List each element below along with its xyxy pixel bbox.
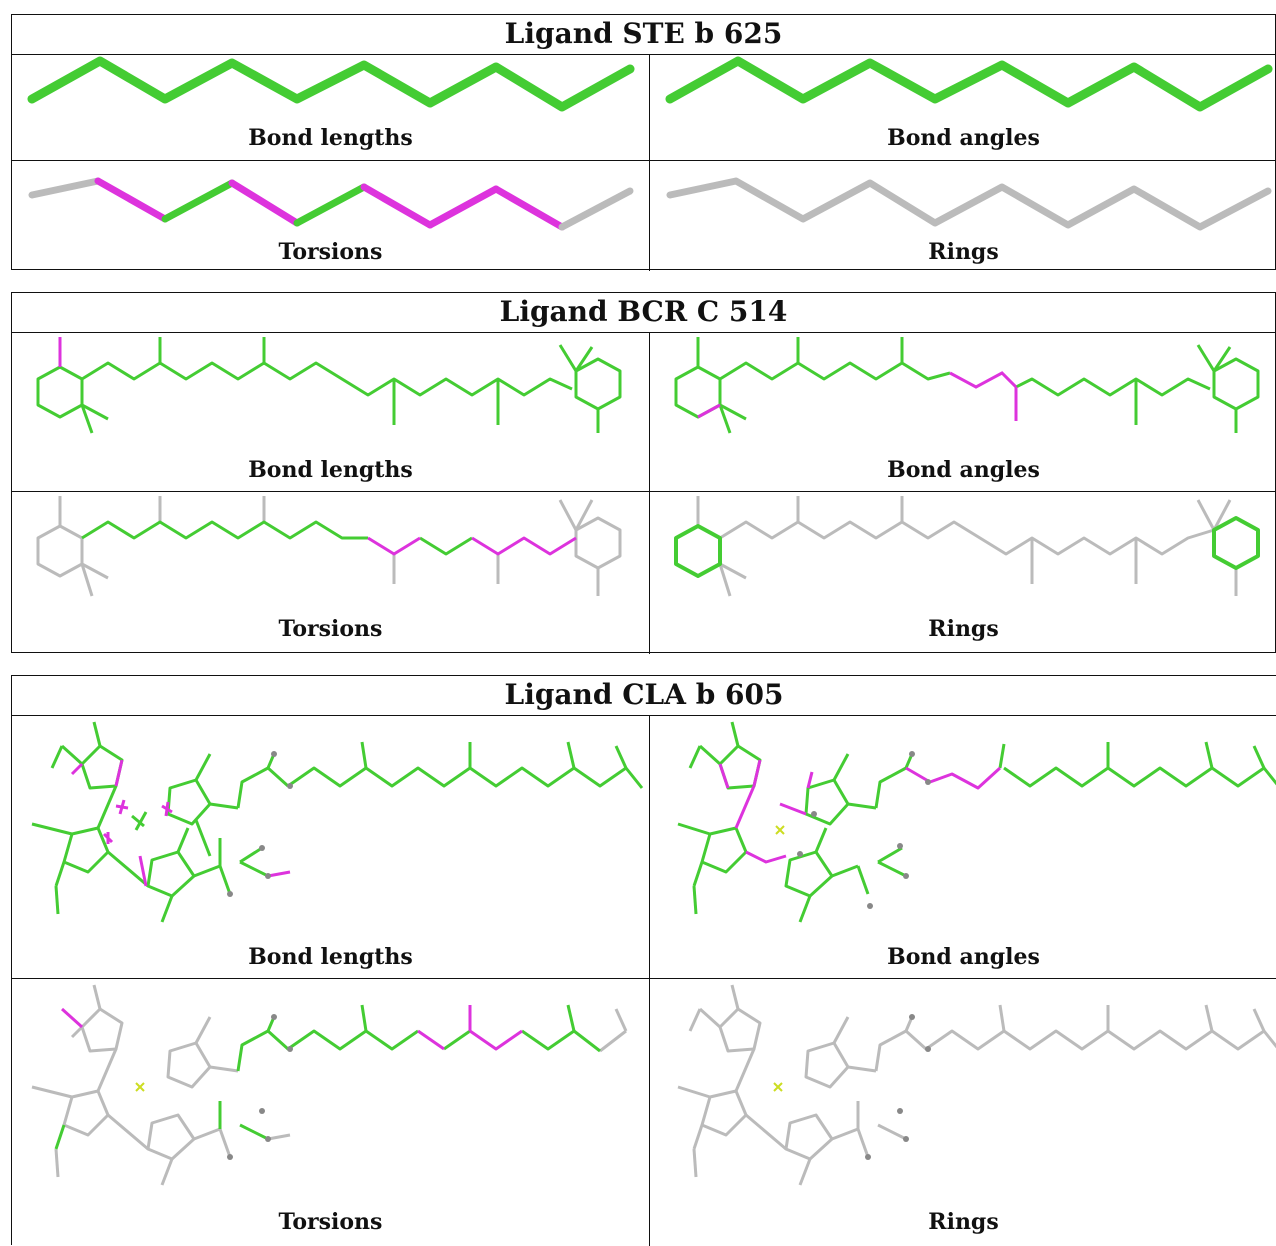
ligand-table-ste: Ligand STE b 625 Bond lengths Bond angle… xyxy=(11,14,1276,271)
bond-angles-panel: Bond angles xyxy=(650,716,1276,978)
ste-bond-lengths-structure xyxy=(27,56,635,112)
caption-bond-angles: Bond angles xyxy=(887,457,1040,483)
caption-torsions: Torsions xyxy=(278,616,383,642)
cla-rings-structure xyxy=(677,984,1276,1186)
bond-angles-panel: Bond angles xyxy=(650,55,1276,160)
torsions-panel: Torsions xyxy=(12,161,649,271)
bond-lengths-panel: Bond lengths xyxy=(12,55,649,160)
bcr-bond-angles-structure xyxy=(674,337,1260,434)
caption-bond-angles: Bond angles xyxy=(887,944,1040,970)
ligand-table-cla: Ligand CLA b 605 xyxy=(11,675,1276,1246)
bond-angles-panel: Bond angles xyxy=(650,333,1276,491)
cla-bond-lengths-structure xyxy=(31,721,644,923)
ligand-table-bcr: Ligand BCR C 514 Bond lengths xyxy=(11,292,1276,654)
torsions-panel: Torsions xyxy=(12,492,649,654)
bcr-rings-structure xyxy=(674,496,1260,597)
torsions-panel: Torsions xyxy=(12,979,649,1246)
caption-bond-lengths: Bond lengths xyxy=(248,125,413,151)
ligand-title: Ligand BCR C 514 xyxy=(12,293,1275,333)
caption-rings: Rings xyxy=(928,1209,999,1235)
rings-panel: Rings xyxy=(650,161,1276,271)
ligand-title: Ligand STE b 625 xyxy=(12,15,1275,55)
bcr-bond-lengths-structure xyxy=(36,337,622,434)
caption-bond-angles: Bond angles xyxy=(887,125,1040,151)
caption-bond-lengths: Bond lengths xyxy=(248,944,413,970)
rings-panel: Rings xyxy=(650,979,1276,1246)
bcr-torsions-structure xyxy=(36,496,622,597)
caption-rings: Rings xyxy=(928,616,999,642)
ste-bond-angles-structure xyxy=(665,56,1273,112)
ste-torsions-structure xyxy=(28,177,634,231)
cla-torsions-structure xyxy=(31,984,628,1186)
caption-bond-lengths: Bond lengths xyxy=(248,457,413,483)
caption-torsions: Torsions xyxy=(278,239,383,265)
ligand-title: Ligand CLA b 605 xyxy=(12,676,1276,716)
cla-bond-angles-structure xyxy=(677,721,1276,923)
bond-lengths-panel: Bond lengths xyxy=(12,716,649,978)
caption-torsions: Torsions xyxy=(278,1209,383,1235)
rings-panel: Rings xyxy=(650,492,1276,654)
caption-rings: Rings xyxy=(928,239,999,265)
bond-lengths-panel: Bond lengths xyxy=(12,333,649,491)
ste-rings-structure xyxy=(666,177,1272,231)
